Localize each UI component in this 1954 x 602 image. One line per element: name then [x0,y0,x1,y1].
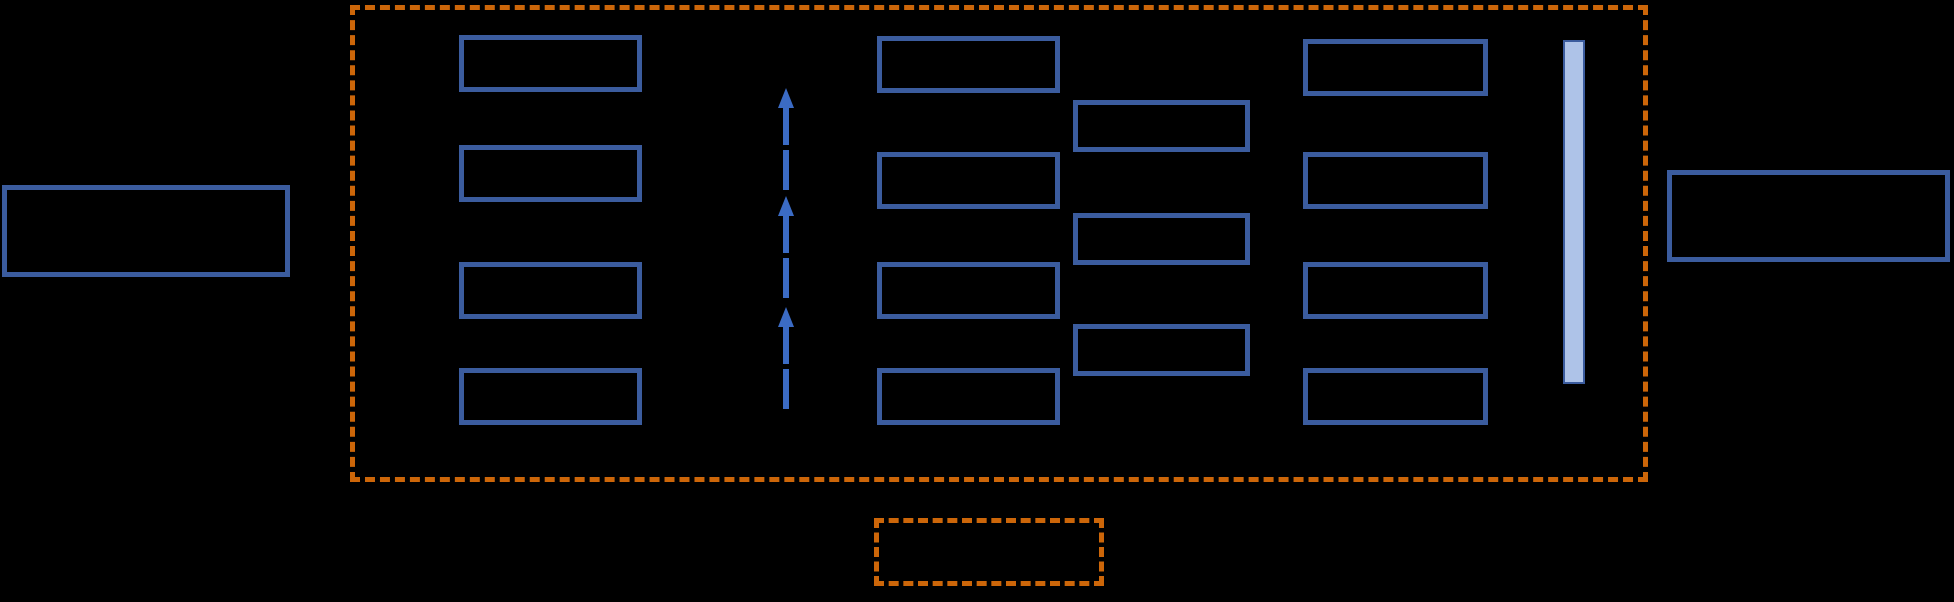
node-col2-3[interactable] [877,262,1060,319]
node-outside-left[interactable] [2,185,290,277]
node-outside-right[interactable] [1667,170,1950,262]
node-col1-3[interactable] [459,262,642,319]
group-main-boundary[interactable] [350,5,1648,482]
node-col3-1[interactable] [1073,100,1250,152]
node-col1-1[interactable] [459,35,642,92]
node-col2-2[interactable] [877,152,1060,209]
node-col4-1[interactable] [1303,39,1488,96]
node-col3-2[interactable] [1073,213,1250,265]
node-col1-2[interactable] [459,145,642,202]
node-col3-3[interactable] [1073,324,1250,376]
node-col4-4[interactable] [1303,368,1488,425]
node-col2-1[interactable] [877,36,1060,93]
node-col4-2[interactable] [1303,152,1488,209]
group-footer-boundary[interactable] [874,518,1104,586]
vertical-bar-indicator[interactable] [1563,40,1585,384]
node-col2-4[interactable] [877,368,1060,425]
arrow-up-icon-1 [775,88,797,190]
node-col1-4[interactable] [459,368,642,425]
node-col4-3[interactable] [1303,262,1488,319]
arrow-up-icon-3 [775,307,797,409]
arrow-up-icon-2 [775,196,797,298]
